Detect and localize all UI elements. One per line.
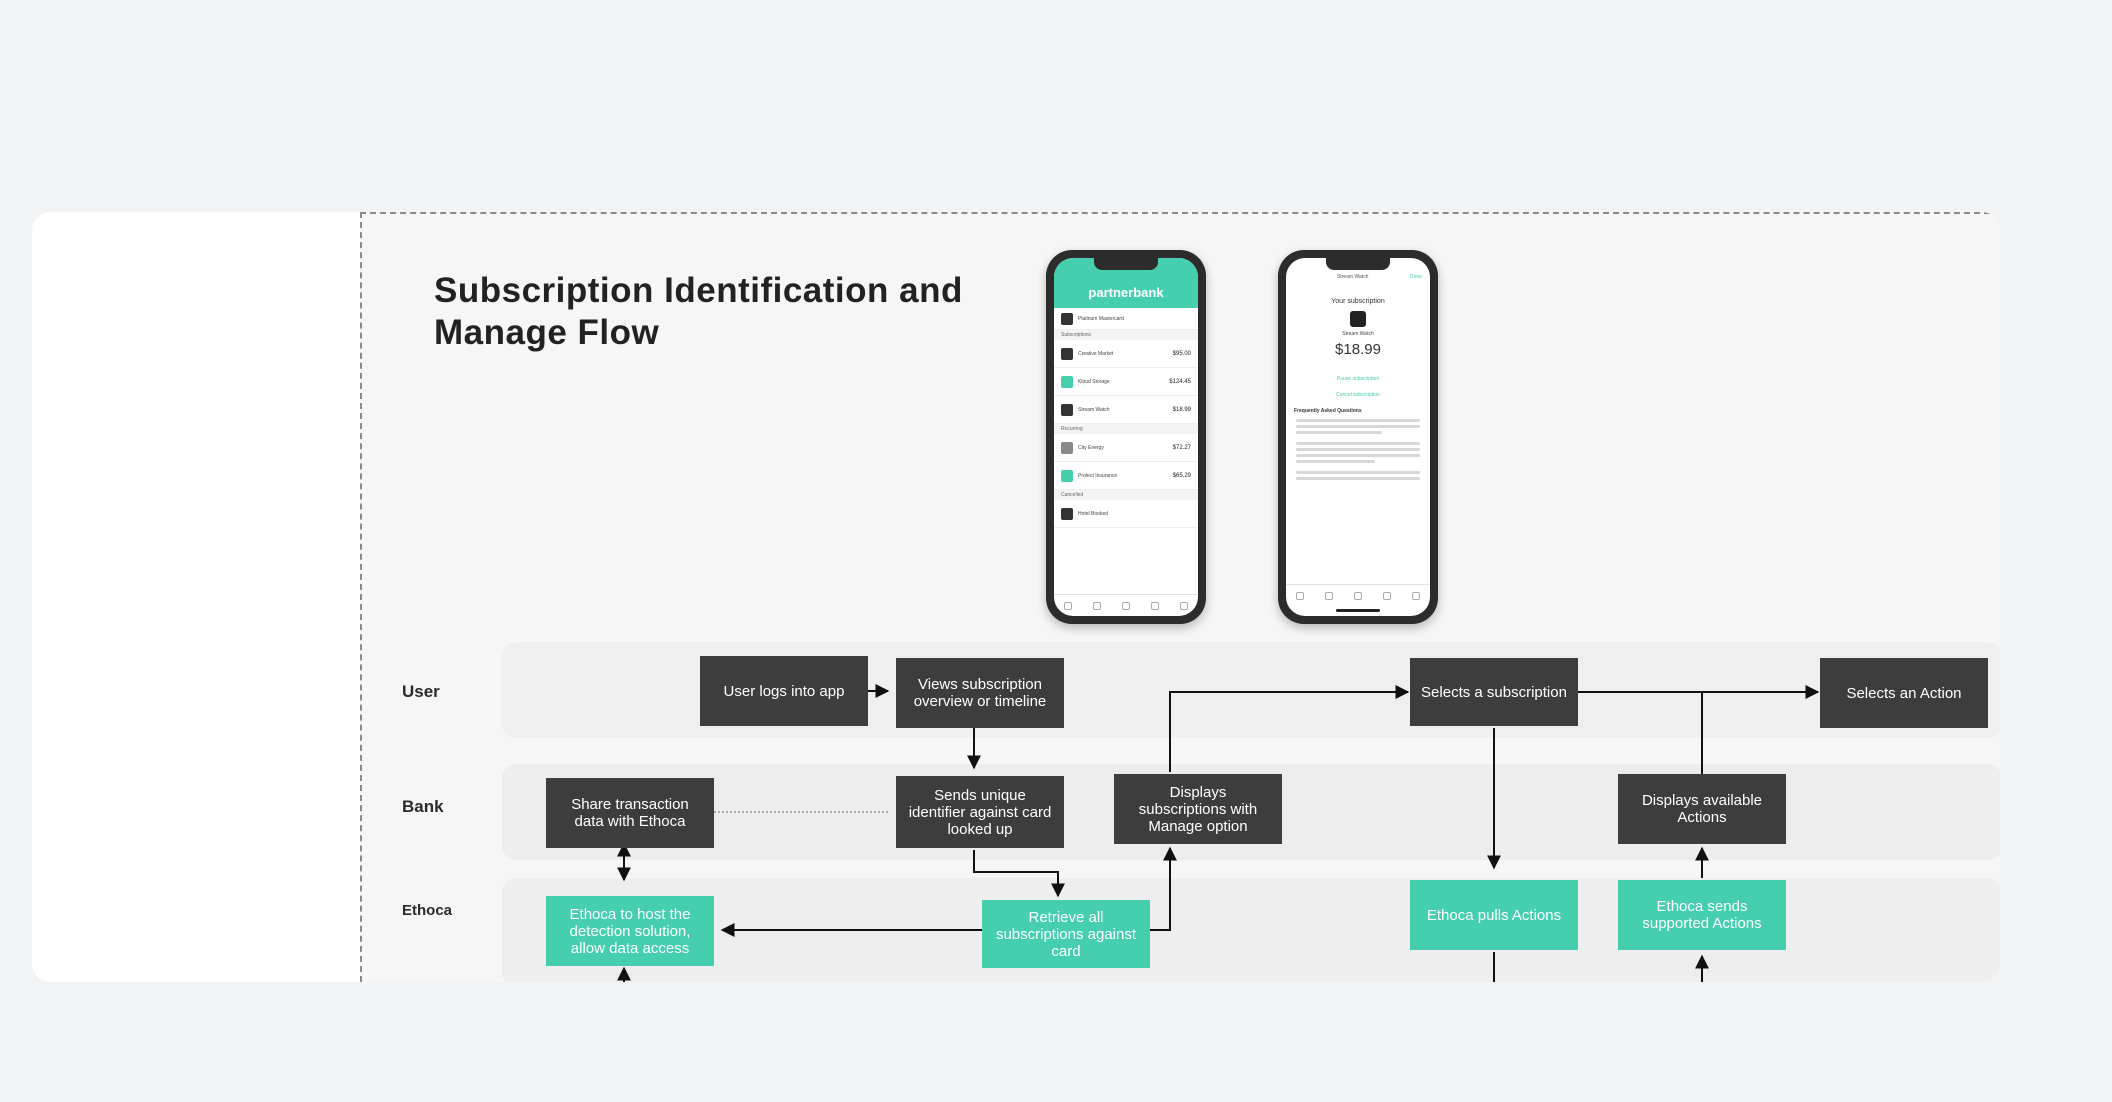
list-item: City Energy $72.27 [1054, 434, 1198, 462]
phone-subscription-detail: Stream Watch Done Your subscription Stre… [1278, 250, 1438, 624]
shield-icon [1061, 469, 1073, 482]
diagram-canvas: Subscription Identification and Manage F… [360, 212, 2000, 982]
detail-title: Stream Watch [1336, 274, 1369, 280]
lane-label-ethoca: Ethoca [402, 902, 453, 919]
box-ethoca-pulls: Ethoca pulls Actions [1410, 880, 1578, 950]
your-subscription-label: Your subscription [1331, 298, 1385, 305]
text-line [1296, 454, 1420, 457]
box-user-logs: User logs into app [700, 656, 868, 726]
box-views-overview: Views subscription overview or timeline [896, 658, 1064, 728]
card-label: Platinum Mastercard [1078, 315, 1124, 322]
cloud-icon [1061, 375, 1073, 388]
text-line [1296, 471, 1420, 474]
tab-icon [1382, 591, 1391, 600]
list-item: Kloud Storage $124.45 [1054, 368, 1198, 396]
home-indicator [1336, 609, 1380, 612]
tab-icon [1093, 601, 1102, 610]
tab-icon [1411, 591, 1420, 600]
section-subscriptions: Subscriptions [1054, 330, 1198, 340]
tab-bar [1286, 584, 1430, 606]
text-line [1296, 448, 1420, 451]
list-item: Protect Insurance $65.29 [1054, 462, 1198, 490]
service-name: Stream Watch [1342, 331, 1374, 337]
box-displays-manage: Displays subscriptions with Manage optio… [1114, 774, 1282, 844]
lane-label-user: User [402, 682, 440, 701]
list-item: Hotel Booked [1054, 500, 1198, 528]
text-line [1296, 442, 1420, 445]
card-icon [1061, 312, 1073, 325]
service-logo-icon [1350, 311, 1366, 327]
content-card: Subscription Identification and Manage F… [32, 212, 2000, 982]
tab-icon [1353, 591, 1362, 600]
box-sends-identifier: Sends unique identifier against card loo… [896, 776, 1064, 848]
detail-top-bar: Stream Watch Done [1286, 258, 1430, 284]
box-displays-actions: Displays available Actions [1618, 774, 1786, 844]
done-link: Done [1410, 274, 1422, 280]
box-selects-subscription: Selects a subscription [1410, 658, 1578, 726]
section-recurring: Recurring [1054, 424, 1198, 434]
phone-notch [1326, 258, 1390, 270]
box-ethoca-sends: Ethoca sends supported Actions [1618, 880, 1786, 950]
tab-icon [1064, 601, 1073, 610]
tab-icon [1325, 591, 1334, 600]
page-title: Subscription Identification and Manage F… [434, 271, 963, 352]
phone-subscription-list: partnerbank Platinum Mastercard Subscrip… [1046, 250, 1206, 624]
phone-screen: Stream Watch Done Your subscription Stre… [1286, 258, 1430, 616]
text-line [1296, 460, 1376, 463]
section-cancelled: Cancelled [1054, 490, 1198, 500]
list-item: Stream Watch $18.99 [1054, 396, 1198, 424]
app-icon [1061, 347, 1073, 360]
box-retrieve-subscriptions: Retrieve all subscriptions against card [982, 900, 1150, 968]
flow-connectors [617, 684, 1820, 982]
energy-icon [1061, 441, 1073, 454]
box-share-data: Share transaction data with Ethoca [546, 778, 714, 848]
lane-label-bank: Bank [402, 797, 444, 816]
card-row: Platinum Mastercard [1054, 308, 1198, 330]
tab-icon [1150, 601, 1159, 610]
list-item: Creative Market $95.00 [1054, 340, 1198, 368]
tab-icon [1179, 601, 1188, 610]
text-line [1296, 419, 1420, 422]
text-line [1296, 477, 1420, 480]
pause-link: Pause subscription [1336, 376, 1380, 382]
box-ethoca-host: Ethoca to host the detection solution, a… [546, 896, 714, 966]
hotel-icon [1061, 507, 1073, 520]
service-price: $18.99 [1335, 341, 1381, 358]
tab-icon [1296, 591, 1305, 600]
text-line [1296, 431, 1383, 434]
box-selects-action: Selects an Action [1820, 658, 1988, 728]
tab-bar [1054, 594, 1198, 616]
text-line [1296, 425, 1420, 428]
phone-screen: partnerbank Platinum Mastercard Subscrip… [1054, 258, 1198, 616]
cancel-link: Cancel subscription [1336, 392, 1380, 398]
tab-icon [1121, 601, 1130, 610]
play-icon [1061, 403, 1073, 416]
phone-notch [1094, 258, 1158, 270]
faq-heading: Frequently Asked Questions [1294, 408, 1362, 414]
